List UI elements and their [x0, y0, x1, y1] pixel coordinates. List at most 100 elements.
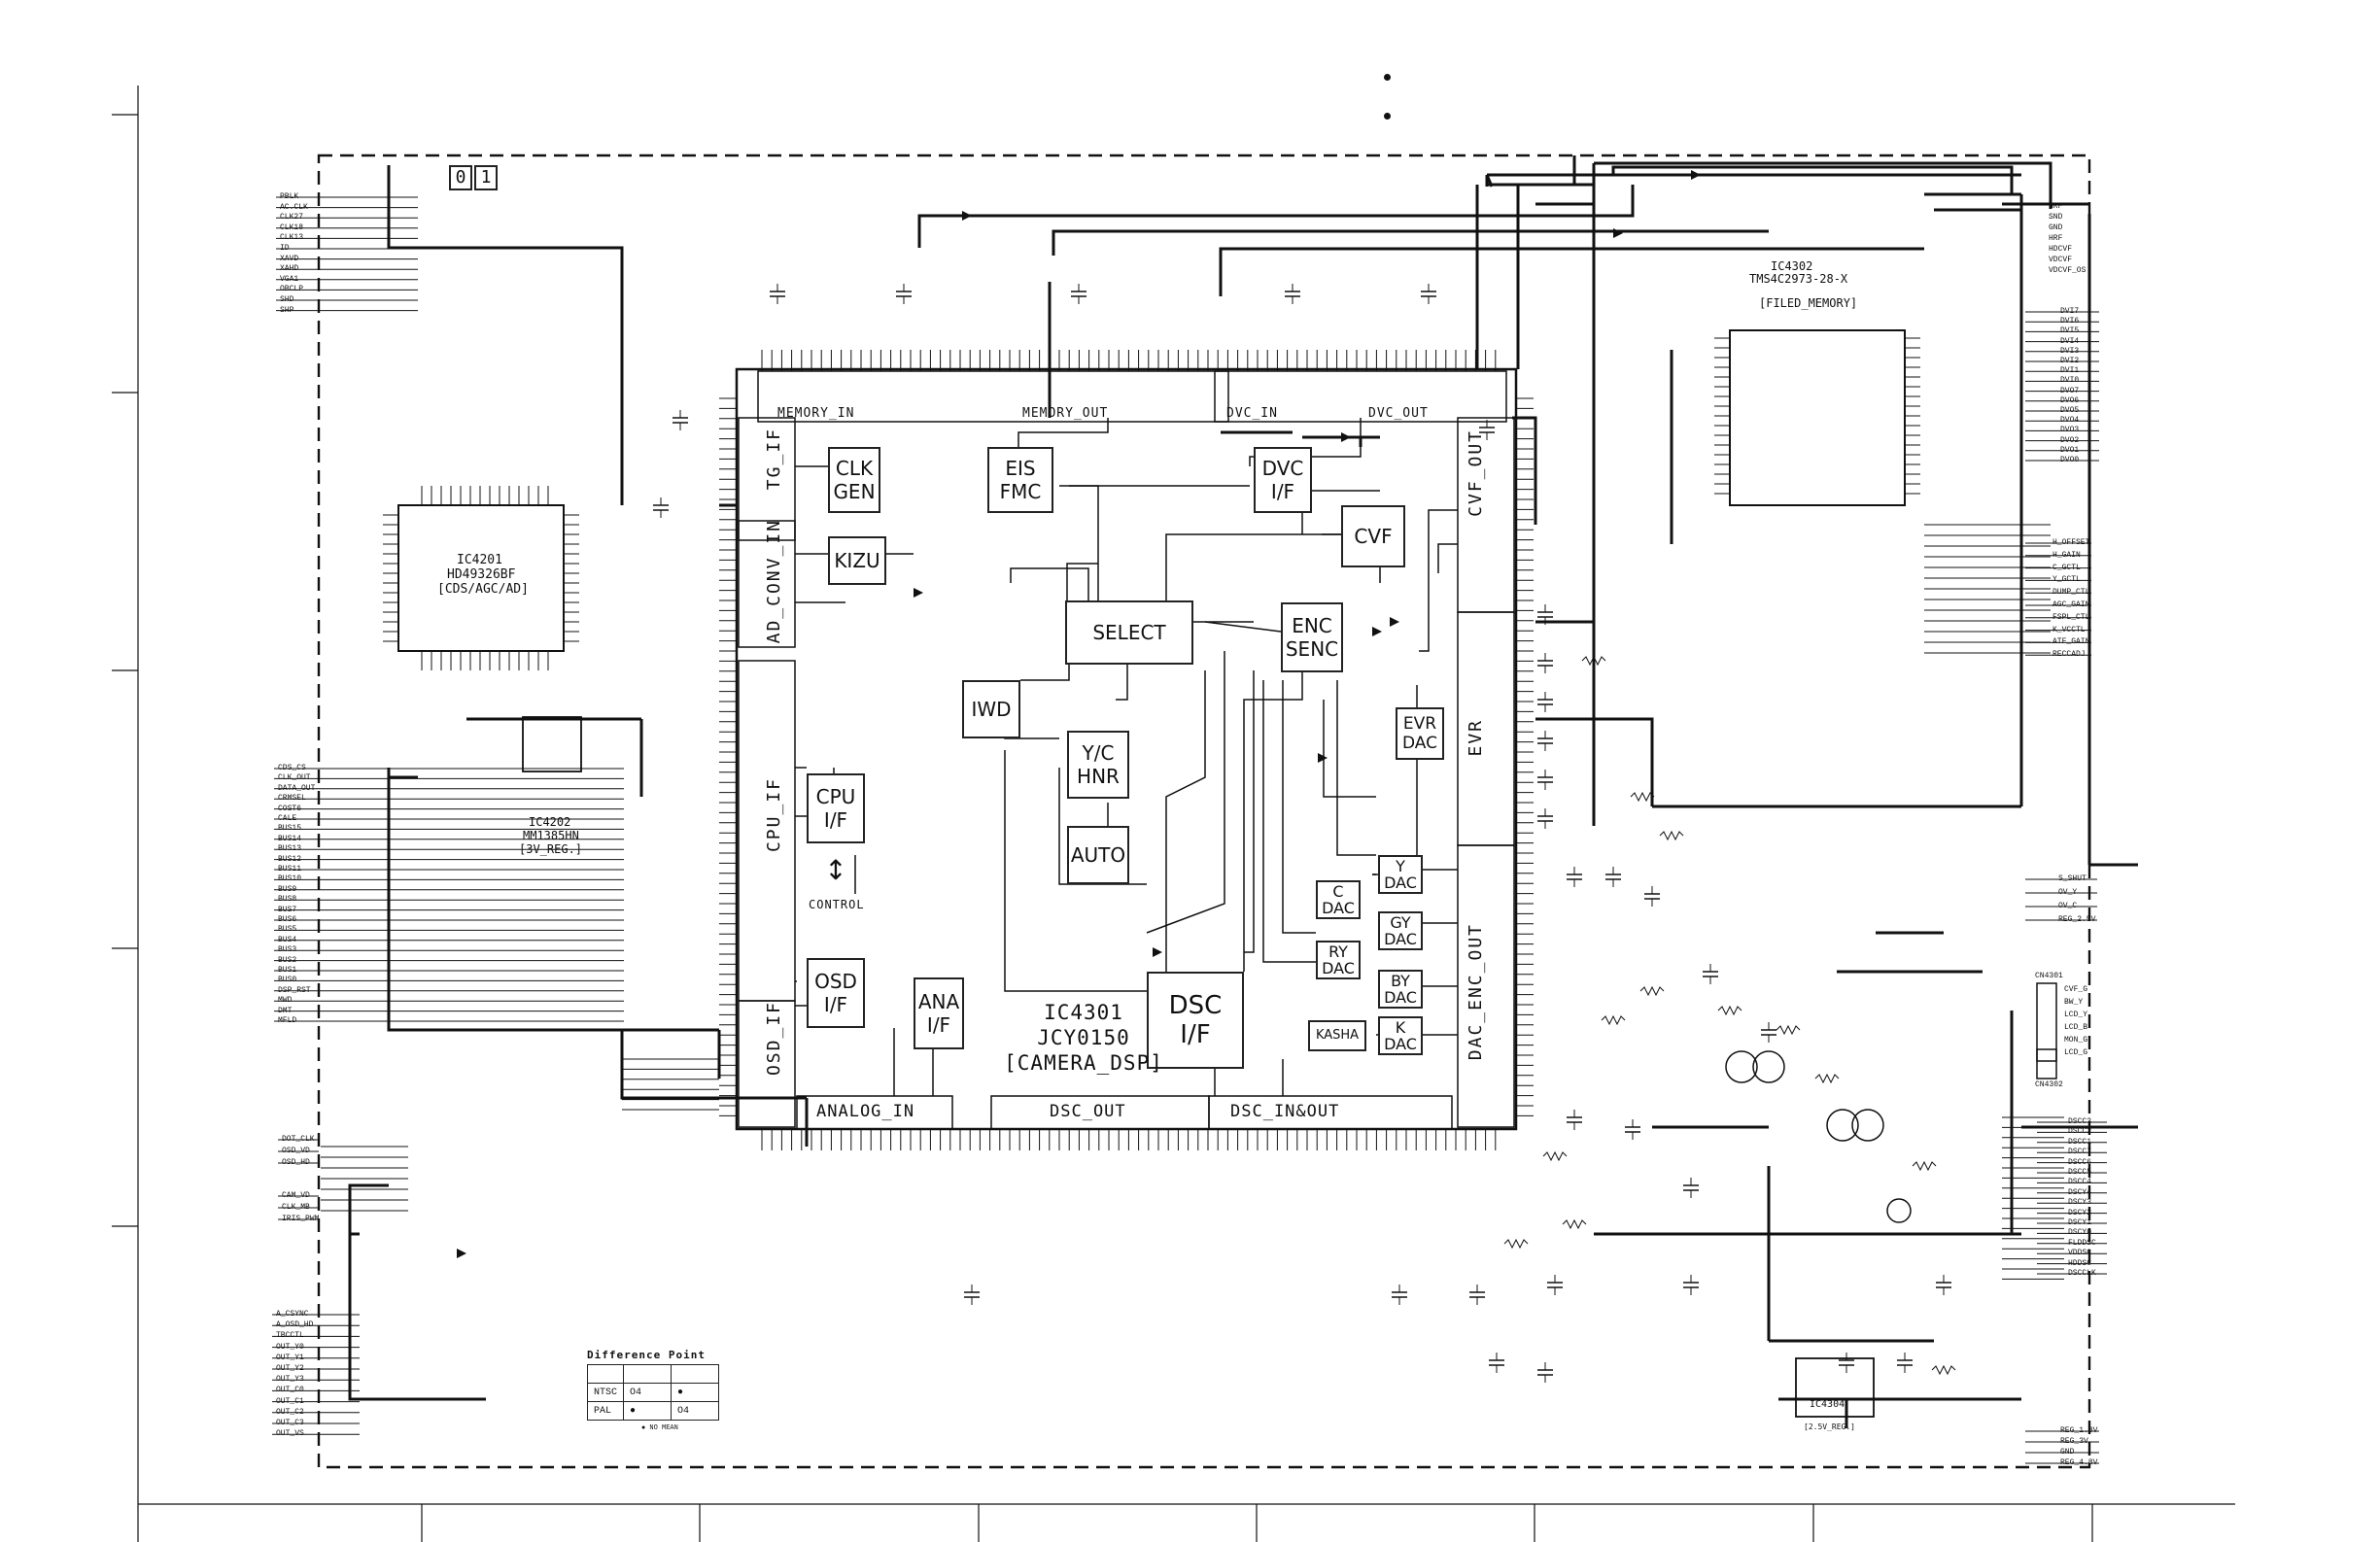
diff-value: ●	[623, 1401, 673, 1421]
header-bullet	[1384, 113, 1391, 120]
signal-label: DVO1	[2060, 445, 2080, 455]
signal-label: SND	[2049, 213, 2063, 222]
signal-label: OUT_Y3	[276, 1375, 304, 1385]
cn4301-label: CN4301	[2035, 972, 2063, 980]
kasha-block: KASHA	[1308, 1020, 1366, 1051]
ic4201-function: [CDS/AGC/AD]	[437, 582, 529, 597]
cn4302-label: CN4302	[2035, 1080, 2063, 1089]
signal-label: BUS9	[278, 884, 297, 894]
cvf-block: CVF	[1341, 505, 1405, 567]
signal-label: DSCC5	[2068, 1168, 2092, 1177]
ic4201-ref: IC4201	[457, 553, 502, 567]
ic4202-part: MM1385HN	[523, 829, 579, 842]
main-ic-ref: IC4301	[1044, 1001, 1123, 1024]
osd-if-block: OSD I/F	[807, 958, 865, 1028]
signal-label: BUS0	[278, 976, 297, 985]
signal-label: OUT_Y2	[276, 1364, 304, 1373]
signal-label: BUS10	[278, 874, 302, 884]
signal-label: S_SHUT	[2058, 874, 2087, 883]
signal-label: DVO4	[2060, 416, 2080, 426]
signal-label: OUT_Y0	[276, 1342, 304, 1352]
signal-label: DVI7	[2060, 307, 2080, 316]
signal-label: XAHD	[280, 264, 299, 274]
eis-fmc-block: EIS FMC	[987, 447, 1053, 513]
signal-label: DSCC1	[2068, 1137, 2092, 1147]
dsc-if-block: DSC I/F	[1147, 972, 1244, 1069]
signal-label: CLK_OUT	[278, 773, 311, 783]
signal-label: IRIS_PWM	[282, 1215, 320, 1223]
enc-senc-block: ENC SENC	[1281, 602, 1343, 672]
signal-label: DVI3	[2060, 346, 2080, 356]
cpu-if-block: CPU I/F	[807, 773, 865, 843]
signal-label: BUS3	[278, 945, 297, 955]
signal-label: BW_Y	[2064, 998, 2084, 1007]
signal-label: OBCLP	[280, 285, 304, 294]
signal-label: OSD_HD	[282, 1158, 310, 1167]
port-analog-in: ANALOG_IN	[816, 1102, 915, 1121]
ic4202-function: [3V_REG.]	[519, 842, 583, 856]
signal-label: BUS1	[278, 966, 297, 975]
signal-label: DVO7	[2060, 386, 2080, 395]
signal-label: VDCVF	[2049, 256, 2073, 264]
ic4304-ref: IC4304	[1810, 1399, 1845, 1410]
diff-value: O4	[623, 1383, 673, 1402]
signal-label: BUS6	[278, 915, 297, 924]
signal-label: BUS8	[278, 895, 297, 905]
signal-label: VDDSC	[2068, 1249, 2092, 1258]
signal-label: SHD	[280, 295, 294, 304]
ic4304-function: [2.5V_REG.]	[1804, 1422, 1855, 1431]
main-ic-function: [CAMERA_DSP]	[1004, 1051, 1163, 1075]
port-osd-if: OSD_IF	[764, 1001, 784, 1077]
c-dac-block: C DAC	[1316, 880, 1361, 919]
ic4302-part: TMS4C2973-28-X	[1749, 272, 1848, 286]
signal-label: CDS_CS	[278, 764, 306, 772]
select-block: SELECT	[1065, 600, 1193, 665]
signal-label: BUS11	[278, 865, 302, 874]
ic4302-function: [FILED_MEMORY]	[1759, 296, 1858, 310]
signal-label: H_OFFSET	[2052, 538, 2090, 547]
signal-label: MFLD	[278, 1016, 297, 1025]
panel-index: 0	[449, 165, 472, 190]
signal-label: H_GAIN	[2052, 550, 2081, 560]
signal-label: HDCVF	[2049, 245, 2073, 254]
yc-hnr-block: Y/C HNR	[1067, 731, 1129, 799]
signal-label: DSCY1	[2068, 1218, 2092, 1227]
signal-label: GND	[2060, 1448, 2075, 1456]
port-tg-if: TG_IF	[764, 428, 784, 491]
signal-label: LCD_Y	[2064, 1011, 2088, 1019]
diff-value: O4	[671, 1401, 720, 1421]
signal-label: DSCC4	[2068, 1178, 2092, 1187]
ic4202-ref: IC4202	[529, 815, 571, 829]
signal-label: DVO3	[2060, 426, 2080, 435]
signal-label: DSCC6	[2068, 1157, 2092, 1167]
signal-label: A_CSYNC	[276, 1310, 309, 1319]
signal-label: VDCVF_OS	[2049, 266, 2087, 275]
signal-label: MON_G	[2064, 1036, 2088, 1045]
signal-label: DVI1	[2060, 366, 2080, 376]
signal-label: C_GCTL	[2052, 563, 2081, 572]
difference-point-note: ● NO MEAN	[641, 1424, 678, 1432]
diff-system: PAL	[586, 1401, 625, 1421]
signal-label: CRMSEL	[278, 794, 306, 804]
signal-label: DSCY3	[2068, 1198, 2092, 1208]
signal-label: HRF	[2049, 202, 2063, 211]
k-dac-block: K DAC	[1378, 1016, 1423, 1055]
signal-label: BUS7	[278, 905, 297, 914]
signal-label: HRF	[2049, 234, 2063, 243]
signal-label: OUT_C0	[276, 1386, 304, 1395]
diff-system: NTSC	[586, 1383, 625, 1402]
ic4302-ref: IC4302	[1771, 259, 1813, 273]
signal-label: CLK_MB	[282, 1203, 310, 1212]
signal-label: DVO6	[2060, 395, 2080, 405]
signal-label: VGA1	[280, 274, 299, 284]
signal-label: LCD_G	[2064, 1048, 2088, 1057]
port-dvc-out: DVC_OUT	[1368, 406, 1429, 421]
signal-label: REG_2.5V	[2058, 915, 2096, 924]
signal-label: OUT_VS	[276, 1429, 304, 1439]
signal-label: OV_Y	[2058, 888, 2078, 897]
signal-label: OUT_C2	[276, 1407, 304, 1417]
signal-label: DSCY4	[2068, 1187, 2092, 1197]
difference-point-title: Difference Point	[587, 1349, 706, 1361]
port-dvc-in: DVC_IN	[1226, 406, 1278, 421]
